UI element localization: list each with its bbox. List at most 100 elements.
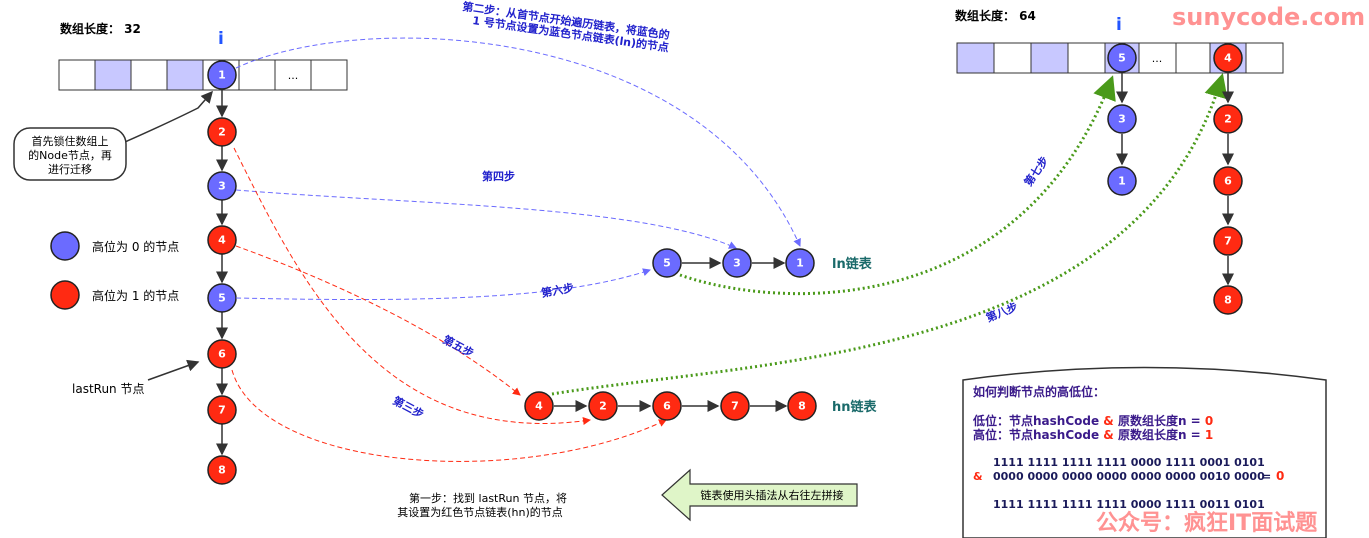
calc1-b: 0000 0000 0000 0000 0000 0000 0010 0000 bbox=[993, 470, 1265, 483]
svg-text:1: 1 bbox=[796, 257, 804, 270]
svg-text:7: 7 bbox=[1224, 235, 1232, 248]
legend-red-swatch bbox=[50, 280, 80, 310]
svg-text:3: 3 bbox=[733, 257, 741, 270]
step4-label: 第四步 bbox=[482, 169, 515, 183]
ln-node-5: 5 bbox=[652, 248, 682, 278]
right-chain-links bbox=[1116, 73, 1234, 286]
svg-text:2: 2 bbox=[1224, 113, 1232, 126]
hn-node-4: 4 bbox=[524, 391, 554, 421]
right-array-ellipsis: ... bbox=[1152, 52, 1163, 65]
calc2-a: 1111 1111 1111 1111 0000 1111 0011 0101 bbox=[993, 498, 1265, 511]
calc1-eq: = bbox=[1262, 470, 1271, 483]
blue-step-curves bbox=[235, 37, 801, 301]
svg-text:8: 8 bbox=[218, 464, 226, 477]
green-step-curves bbox=[551, 73, 1228, 396]
svg-text:5: 5 bbox=[1118, 52, 1126, 65]
info-box: 如何判断节点的高低位： 低位：节点hashCode & 原数组长度n = 0 高… bbox=[962, 366, 1327, 538]
right-node-3: 3 bbox=[1107, 104, 1137, 134]
head-insert-note: 链表使用头插法从右往左拼接 bbox=[701, 488, 844, 502]
legend-blue-text: 高位为 0 的节点 bbox=[92, 239, 179, 254]
svg-text:4: 4 bbox=[218, 234, 226, 247]
red-step-curves bbox=[231, 147, 667, 462]
ln-list-label: ln链表 bbox=[832, 256, 873, 272]
left-array: ... bbox=[58, 59, 348, 91]
svg-text:6: 6 bbox=[663, 400, 671, 413]
legend-blue-swatch bbox=[50, 231, 80, 261]
svg-text:4: 4 bbox=[535, 400, 543, 413]
right-node-6: 6 bbox=[1213, 166, 1243, 196]
calc1-result: 0 bbox=[1276, 469, 1284, 483]
hn-node-6: 6 bbox=[652, 391, 682, 421]
hn-node-8: 8 bbox=[787, 391, 817, 421]
hn-node-2: 2 bbox=[588, 391, 618, 421]
left-node-2: 2 bbox=[207, 117, 237, 147]
right-node-1: 1 bbox=[1107, 166, 1137, 196]
step5-label: 第五步 bbox=[441, 332, 477, 360]
svg-text:2: 2 bbox=[218, 126, 226, 139]
right-node-7: 7 bbox=[1213, 226, 1243, 256]
right-node-8: 8 bbox=[1213, 285, 1243, 315]
svg-text:6: 6 bbox=[218, 348, 226, 361]
callout-line-3: 进行迁移 bbox=[48, 163, 92, 176]
ln-node-3: 3 bbox=[722, 248, 752, 278]
step7-label: 第七步 bbox=[1021, 154, 1051, 189]
legend: 高位为 0 的节点 高位为 1 的节点 bbox=[50, 231, 179, 310]
right-node-2: 2 bbox=[1213, 104, 1243, 134]
info-low-line: 低位：节点hashCode & 原数组长度n = 0 bbox=[972, 413, 1213, 428]
hn-node-7: 7 bbox=[720, 391, 750, 421]
svg-text:3: 3 bbox=[1118, 113, 1126, 126]
info-high-line: 高位：节点hashCode & 原数组长度n = 1 bbox=[973, 427, 1213, 442]
svg-text:5: 5 bbox=[663, 257, 671, 270]
right-array-length: 数组长度： 64 bbox=[955, 8, 1036, 23]
left-node-1: 1 bbox=[207, 60, 237, 90]
svg-text:2: 2 bbox=[599, 400, 607, 413]
svg-text:7: 7 bbox=[218, 404, 226, 417]
calc1-amp: & bbox=[973, 470, 983, 483]
head-insert-arrow: 链表使用头插法从右往左拼接 bbox=[661, 468, 858, 522]
left-node-8: 8 bbox=[207, 455, 237, 485]
left-array-ellipsis: ... bbox=[288, 69, 299, 82]
callout-line-1: 首先锁住数组上 bbox=[32, 134, 109, 148]
lastrun-label: lastRun 节点 bbox=[72, 382, 144, 396]
svg-text:3: 3 bbox=[218, 180, 226, 193]
legend-red-text: 高位为 1 的节点 bbox=[92, 288, 179, 303]
step1-line2: 其设置为红色节点链表(hn)的节点 bbox=[397, 505, 563, 519]
watermark-bottom: 公众号：疯狂IT面试题 bbox=[1096, 510, 1318, 536]
right-index-i: i bbox=[1116, 15, 1122, 35]
hn-list: 4 2 6 7 8 hn链表 bbox=[524, 391, 878, 421]
svg-text:7: 7 bbox=[731, 400, 739, 413]
info-title: 如何判断节点的高低位： bbox=[973, 384, 1105, 399]
left-node-5: 5 bbox=[207, 283, 237, 313]
right-red-chain: 4 2 6 7 8 bbox=[1213, 43, 1243, 315]
svg-text:1: 1 bbox=[218, 69, 226, 82]
svg-text:1: 1 bbox=[1118, 175, 1126, 188]
svg-text:8: 8 bbox=[1224, 294, 1232, 307]
svg-text:6: 6 bbox=[1224, 175, 1232, 188]
left-node-6: 6 bbox=[207, 339, 237, 369]
svg-text:8: 8 bbox=[798, 400, 806, 413]
ln-list: 5 3 1 ln链表 bbox=[652, 248, 873, 278]
lock-callout: 首先锁住数组上 的Node节点，再 进行迁移 bbox=[13, 90, 213, 181]
svg-text:5: 5 bbox=[218, 292, 226, 305]
step3-label: 第三步 bbox=[391, 393, 427, 421]
left-node-7: 7 bbox=[207, 395, 237, 425]
calc1-a: 1111 1111 1111 1111 0000 1111 0001 0101 bbox=[993, 456, 1265, 469]
right-blue-chain: 5 3 1 bbox=[1107, 43, 1137, 196]
step1-line1: 第一步：找到 lastRun 节点，将 bbox=[409, 491, 567, 505]
callout-line-2: 的Node节点，再 bbox=[28, 148, 112, 162]
right-node-4: 4 bbox=[1213, 43, 1243, 73]
left-node-4: 4 bbox=[207, 225, 237, 255]
watermark-top: sunycode.com bbox=[1172, 3, 1365, 31]
step6-label: 第六步 bbox=[540, 280, 575, 300]
left-node-3: 3 bbox=[207, 171, 237, 201]
left-array-length: 数组长度： 32 bbox=[60, 21, 141, 36]
right-node-5: 5 bbox=[1107, 43, 1137, 73]
ln-node-1: 1 bbox=[785, 248, 815, 278]
lastrun-pointer: lastRun 节点 bbox=[72, 359, 200, 396]
hn-list-label: hn链表 bbox=[832, 399, 878, 415]
left-chain-nodes: 1 2 3 4 5 6 7 8 bbox=[207, 60, 237, 485]
svg-text:4: 4 bbox=[1224, 52, 1232, 65]
left-index-i: i bbox=[218, 29, 224, 49]
